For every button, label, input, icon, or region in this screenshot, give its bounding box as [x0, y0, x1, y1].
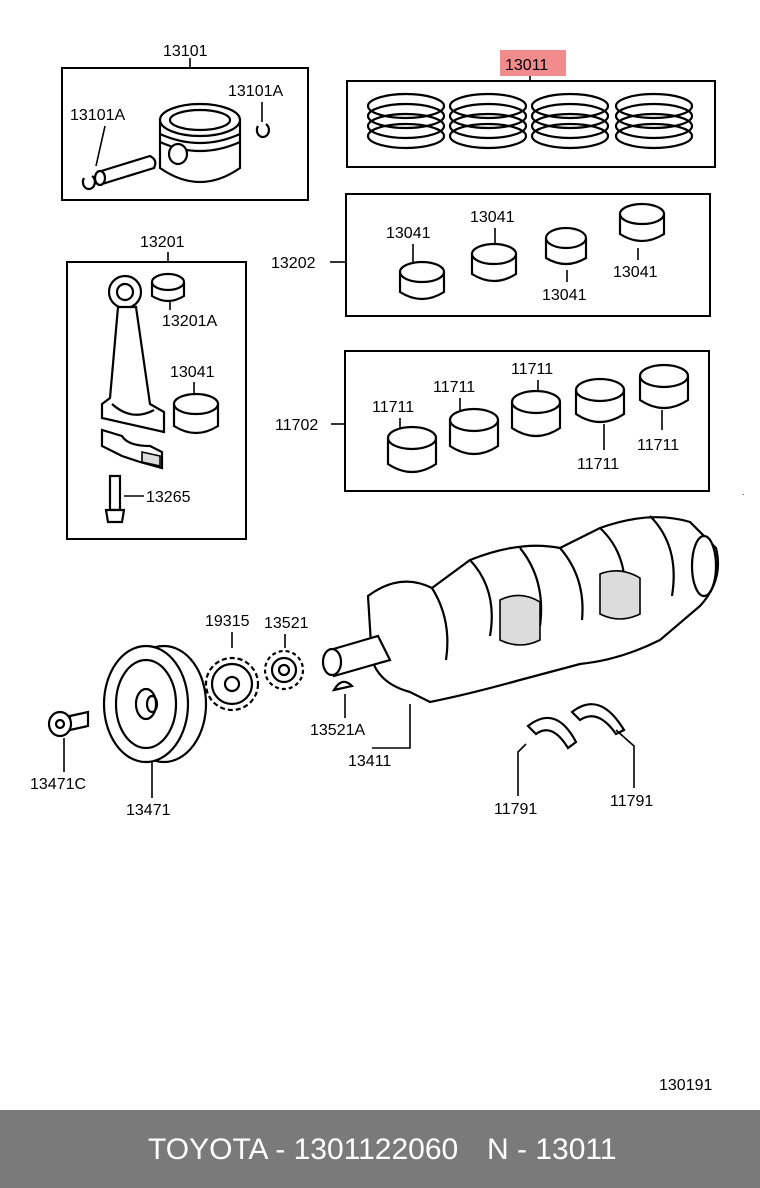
label-13201[interactable]: 13201	[140, 234, 185, 251]
crankshaft-nose-icon	[321, 634, 392, 678]
snap-ring-left-icon	[81, 175, 96, 191]
main-bearing-3-icon	[510, 389, 562, 438]
connecting-rod-group: 13201 13201A 13041 13265	[66, 234, 247, 540]
ring-set-3-icon	[530, 92, 610, 150]
label-13101[interactable]: 13101	[163, 43, 208, 60]
ring-set-2-icon	[448, 92, 528, 150]
label-13201a[interactable]: 13201A	[162, 313, 217, 330]
rod-bearing-1-icon	[398, 260, 446, 301]
rod-cap-icon	[100, 428, 164, 470]
timing-rotor-icon	[204, 656, 260, 712]
piston-assembly-group: 13101 13101A 13101A	[61, 43, 309, 201]
ring-set-1-icon	[366, 92, 446, 150]
connecting-rod-box	[66, 261, 247, 540]
label-11702[interactable]: 11702	[275, 417, 318, 434]
rod-bearing-icon	[172, 392, 220, 435]
label-13265[interactable]: 13265	[146, 489, 191, 506]
footer-part-number: TOYOTA - 1301122060	[148, 1133, 459, 1166]
crankshaft-group: 13411	[321, 515, 720, 770]
label-13101a-left[interactable]: 13101A	[70, 107, 125, 124]
piston-pin-icon	[93, 154, 157, 187]
crank-pulley-icon	[102, 644, 208, 764]
piston-icon	[158, 102, 242, 184]
label-11711-e[interactable]: 11711	[637, 437, 679, 454]
label-13041-d[interactable]: 13041	[613, 264, 658, 281]
label-19315[interactable]: 19315	[205, 613, 250, 630]
main-bearing-2-icon	[448, 407, 500, 456]
main-bearing-4-icon	[574, 377, 626, 424]
figure-number: 130191	[659, 1077, 712, 1094]
main-bearing-set-group: 11702 11711 11711 11711 11711 11711	[275, 350, 710, 492]
crank-sprocket-icon	[263, 649, 305, 691]
connecting-rod-icon	[100, 274, 166, 434]
ring-set-box	[346, 80, 716, 168]
pulley-bolt-icon	[47, 710, 90, 738]
margin-dot: ·	[742, 490, 745, 499]
label-11711-c[interactable]: 11711	[511, 361, 553, 378]
main-bearing-5-icon	[638, 363, 690, 410]
highlight-13011	[500, 50, 566, 76]
rod-bearing-set-group: 13202 13041 13041 13041 13041	[271, 193, 711, 317]
rod-bearing-2-icon	[470, 242, 518, 283]
piston-box	[61, 67, 309, 201]
label-13521a[interactable]: 13521A	[310, 722, 365, 739]
sprocket-group: 19315 13521	[204, 613, 309, 712]
label-13471[interactable]: 13471	[126, 802, 171, 819]
rod-bearing-3-icon	[544, 226, 588, 266]
label-13041-b[interactable]: 13041	[470, 209, 515, 226]
thrust-washer-1-icon	[526, 716, 578, 750]
piston-ring-set-group: 13011	[346, 50, 716, 168]
label-11791-b[interactable]: 11791	[610, 793, 653, 810]
footer-bar: TOYOTA - 1301122060 N - 13011	[0, 1110, 760, 1188]
label-13041-a[interactable]: 13041	[386, 225, 431, 242]
main-bearing-box	[344, 350, 710, 492]
label-11711-b[interactable]: 11711	[433, 379, 475, 396]
label-13041-rod[interactable]: 13041	[170, 364, 215, 381]
thrust-washer-2-icon	[570, 703, 626, 736]
label-13521[interactable]: 13521	[264, 615, 309, 632]
label-13041-c[interactable]: 13041	[542, 287, 587, 304]
thrust-washer-group: 11791 11791	[494, 703, 653, 818]
woodruff-key-icon	[331, 680, 355, 692]
label-11791-a[interactable]: 11791	[494, 801, 537, 818]
footer-reference: N - 13011	[487, 1133, 617, 1166]
label-11711-d[interactable]: 11711	[577, 456, 619, 473]
rod-bearing-4-icon	[618, 202, 666, 243]
pulley-bolt-group: 13471C	[30, 710, 90, 793]
parts-diagram: 13101 13101A 13101A 13011	[30, 43, 745, 1094]
label-13202[interactable]: 13202	[271, 255, 316, 272]
main-bearing-1-icon	[386, 425, 438, 474]
label-13411[interactable]: 13411	[348, 753, 391, 770]
crank-pulley-group: 13471	[102, 644, 208, 819]
snap-ring-right-icon	[255, 123, 270, 139]
rod-bolt-icon	[104, 474, 126, 524]
woodruff-key-group: 13521A	[310, 680, 365, 739]
label-13101a-right[interactable]: 13101A	[228, 83, 283, 100]
ring-set-4-icon	[614, 92, 694, 150]
rod-bearing-box	[345, 193, 711, 317]
crankshaft-icon	[366, 515, 720, 704]
small-end-bushing-icon	[150, 272, 186, 303]
label-13011[interactable]: 13011	[505, 57, 548, 74]
label-11711-a[interactable]: 11711	[372, 399, 414, 416]
label-13471c[interactable]: 13471C	[30, 776, 86, 793]
